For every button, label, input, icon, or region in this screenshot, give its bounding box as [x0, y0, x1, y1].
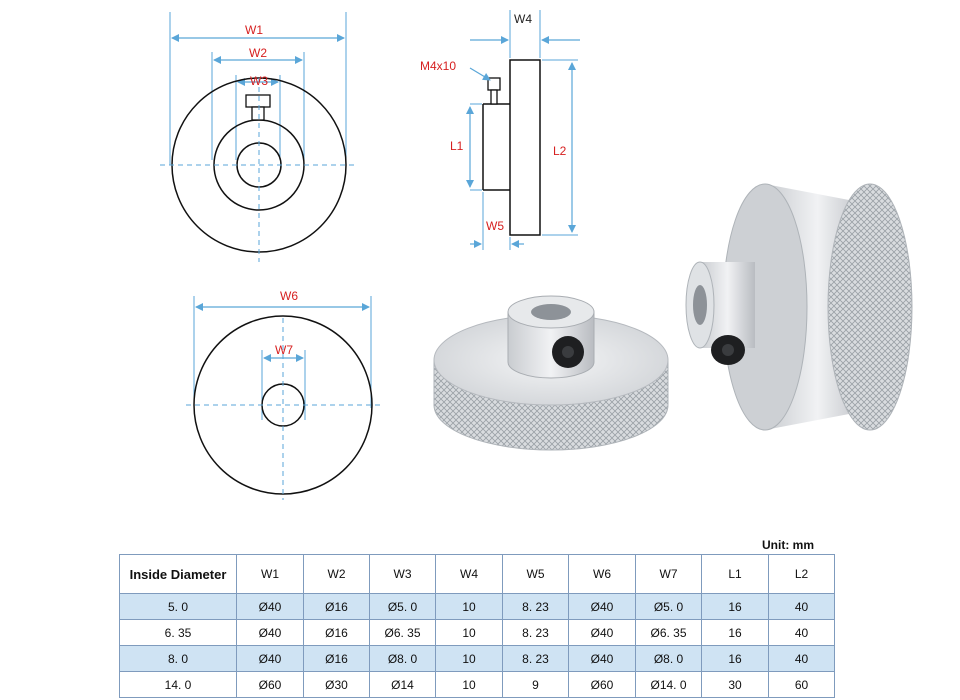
w2-label: W2 [249, 46, 267, 60]
table-cell: 16 [701, 593, 769, 620]
w3-label: W3 [250, 74, 268, 88]
table-cell: Ø16 [303, 645, 370, 672]
table-cell: 6. 35 [119, 619, 237, 646]
table-cell: Ø40 [568, 593, 636, 620]
table-cell: 10 [435, 593, 503, 620]
header-w4: W4 [435, 554, 503, 594]
table-cell: 10 [435, 671, 503, 698]
table-row: 6. 35 Ø40 Ø16 Ø6. 35 10 8. 23 Ø40 Ø6. 35… [119, 619, 835, 646]
table-cell: Ø60 [236, 671, 304, 698]
table-cell: Ø14. 0 [635, 671, 702, 698]
screw-label: M4x10 [420, 59, 456, 73]
table-cell: 30 [701, 671, 769, 698]
w5-label: W5 [486, 219, 504, 233]
table-cell: Ø6. 35 [635, 619, 702, 646]
w7-label: W7 [275, 343, 293, 357]
w4-label: W4 [514, 12, 532, 26]
table-cell: 40 [768, 645, 835, 672]
table-cell: Ø40 [568, 619, 636, 646]
header-w6: W6 [568, 554, 636, 594]
table-cell: Ø60 [568, 671, 636, 698]
header-w7: W7 [635, 554, 702, 594]
table-cell: Ø5. 0 [369, 593, 436, 620]
table-cell: Ø16 [303, 619, 370, 646]
technical-drawing: W1 W2 W3 W4 M4x10 L1 L2 W5 [160, 10, 913, 500]
table-cell: 10 [435, 645, 503, 672]
table-cell: Ø30 [303, 671, 370, 698]
table-cell: 40 [768, 619, 835, 646]
table-cell: 14. 0 [119, 671, 237, 698]
table-cell: Ø16 [303, 593, 370, 620]
table-cell: 16 [701, 645, 769, 672]
table-cell: Ø8. 0 [635, 645, 702, 672]
table-cell: 8. 23 [502, 645, 569, 672]
table-cell: Ø8. 0 [369, 645, 436, 672]
back-view: W6 W7 [186, 289, 380, 500]
table-row: 14. 0 Ø60 Ø30 Ø14 10 9 Ø60 Ø14. 0 30 60 [119, 671, 835, 698]
table-cell: Ø14 [369, 671, 436, 698]
table-cell: 9 [502, 671, 569, 698]
l2-label: L2 [553, 144, 567, 158]
header-l1: L1 [701, 554, 769, 594]
header-w5: W5 [502, 554, 569, 594]
table-cell: Ø5. 0 [635, 593, 702, 620]
table-cell: 40 [768, 593, 835, 620]
table-cell: 10 [435, 619, 503, 646]
table-header-row: Inside Diameter W1 W2 W3 W4 W5 W6 W7 L1 … [119, 554, 835, 594]
knob-photo-front [433, 295, 669, 451]
table-cell: 60 [768, 671, 835, 698]
table-cell: Ø40 [236, 645, 304, 672]
front-view: W1 W2 W3 [160, 12, 358, 262]
header-w2: W2 [303, 554, 370, 594]
table-row: 8. 0 Ø40 Ø16 Ø8. 0 10 8. 23 Ø40 Ø8. 0 16… [119, 645, 835, 672]
table-cell: 8. 23 [502, 619, 569, 646]
table-cell: 8. 23 [502, 593, 569, 620]
table-cell: Ø6. 35 [369, 619, 436, 646]
table-cell: 8. 0 [119, 645, 237, 672]
header-inside-diameter: Inside Diameter [119, 554, 237, 594]
table-cell: Ø40 [236, 619, 304, 646]
table-cell: 5. 0 [119, 593, 237, 620]
side-view: W4 M4x10 L1 L2 W5 [420, 10, 580, 250]
l1-label: L1 [450, 139, 464, 153]
unit-note: Unit: mm [762, 538, 814, 552]
table-cell: Ø40 [236, 593, 304, 620]
header-l2: L2 [768, 554, 835, 594]
spec-table: Inside Diameter W1 W2 W3 W4 W5 W6 W7 L1 … [119, 554, 835, 698]
header-w3: W3 [369, 554, 436, 594]
w6-label: W6 [280, 289, 298, 303]
w1-label: W1 [245, 23, 263, 37]
table-row: 5. 0 Ø40 Ø16 Ø5. 0 10 8. 23 Ø40 Ø5. 0 16… [119, 593, 835, 620]
knob-photo-side [685, 183, 913, 431]
header-w1: W1 [236, 554, 304, 594]
table-cell: Ø40 [568, 645, 636, 672]
table-cell: 16 [701, 619, 769, 646]
